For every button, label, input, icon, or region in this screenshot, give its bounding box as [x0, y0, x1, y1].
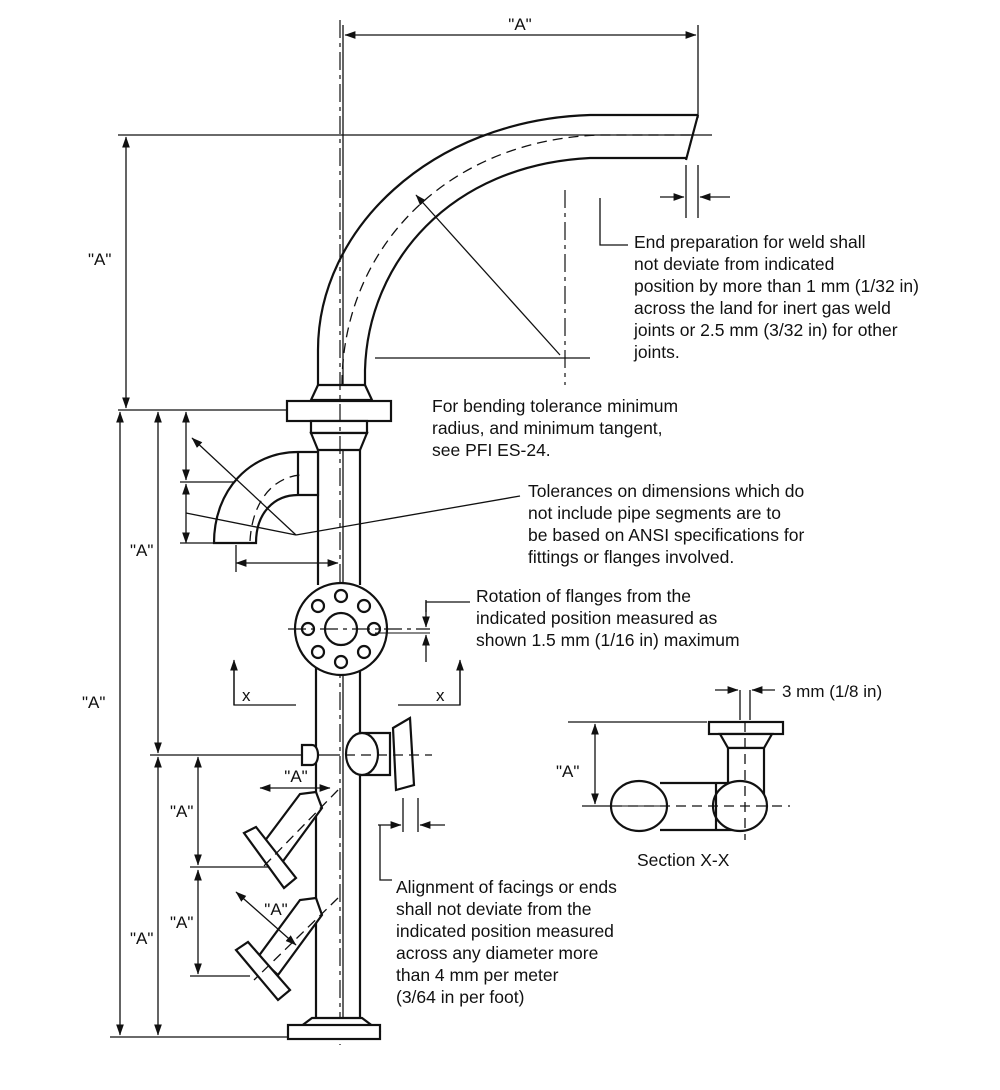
- note-dimension-tolerance: Tolerances on dimensions which do not in…: [528, 481, 804, 567]
- main-pipe: [286, 20, 382, 1045]
- note-flange-rotation: Rotation of flanges from the indicated p…: [476, 586, 740, 650]
- x-mark-right: x: [436, 686, 445, 705]
- weld-stub: [300, 743, 320, 767]
- note-end-prep-line-5: joints or 2.5 mm (3/32 in) for other: [633, 320, 898, 340]
- note-rotation-line-1: Rotation of flanges from the: [476, 586, 691, 606]
- note-alignment: Alignment of facings or ends shall not d…: [396, 877, 617, 1007]
- note-rotation-line-3: shown 1.5 mm (1/16 in) maximum: [476, 630, 740, 650]
- note-align-line-2: shall not deviate from the: [396, 899, 592, 919]
- note-align-line-3: indicated position measured: [396, 921, 614, 941]
- dim-a-overall: "A": [82, 693, 105, 712]
- offset-label: 3 mm (1/8 in): [782, 682, 882, 701]
- note-dimtol-line-3: be based on ANSI specifications for: [528, 525, 804, 545]
- note-align-line-4: across any diameter more: [396, 943, 598, 963]
- section-x-x: 3 mm (1/8 in) "A" Section X-X: [556, 682, 882, 870]
- note-end-prep-line-6: joints.: [633, 342, 680, 362]
- pipe-bend: [285, 113, 700, 452]
- note-bending-line-3: see PFI ES-24.: [432, 440, 551, 460]
- left-dimensions: "A" "A" "A" "A" "A" "A": [82, 134, 712, 1038]
- note-dimtol-line-4: fittings or flanges involved.: [528, 547, 734, 567]
- section-title: Section X-X: [637, 850, 730, 870]
- note-bending-line-2: radius, and minimum tangent,: [432, 418, 663, 438]
- dim-a-middle: "A": [130, 541, 153, 560]
- elbow-fitting: [185, 437, 521, 572]
- note-dimtol-line-2: not include pipe segments are to: [528, 503, 781, 523]
- lateral-lower: "A": [234, 891, 339, 1002]
- lateral-upper: "A": [242, 767, 339, 890]
- note-end-prep-line-4: across the land for inert gas weld: [634, 298, 891, 318]
- x-mark-left: x: [242, 686, 251, 705]
- dim-a-lower: "A": [130, 929, 153, 948]
- note-end-preparation: End preparation for weld shall not devia…: [633, 232, 919, 362]
- dim-a-lateral-2: "A": [170, 913, 193, 932]
- dim-a-lateral-offset-1: "A": [284, 767, 307, 786]
- note-rotation-line-2: indicated position measured as: [476, 608, 718, 628]
- note-bending-line-1: For bending tolerance minimum: [432, 396, 678, 416]
- note-end-prep-line-1: End preparation for weld shall: [634, 232, 866, 252]
- dim-a-top: "A": [508, 15, 531, 34]
- section-cut-marks: x x: [230, 659, 464, 706]
- note-align-line-6: (3/64 in per foot): [396, 987, 524, 1007]
- side-branch: [344, 716, 445, 881]
- note-end-prep-line-3: position by more than 1 mm (1/32 in): [634, 276, 919, 296]
- dim-a-lateral-offset-2: "A": [264, 900, 287, 919]
- dim-a-lateral-1: "A": [170, 802, 193, 821]
- flange-bolt-circle: [288, 581, 470, 677]
- note-align-line-1: Alignment of facings or ends: [396, 877, 617, 897]
- note-bending-tolerance: For bending tolerance minimum radius, an…: [432, 396, 678, 460]
- weld-end-tolerance: [599, 165, 730, 246]
- top-dimension-a: "A": [342, 15, 699, 1040]
- dim-a-upper: "A": [88, 250, 111, 269]
- note-align-line-5: than 4 mm per meter: [396, 965, 559, 985]
- dim-a-section: "A": [556, 762, 579, 781]
- note-end-prep-line-2: not deviate from indicated: [634, 254, 834, 274]
- note-dimtol-line-1: Tolerances on dimensions which do: [528, 481, 804, 501]
